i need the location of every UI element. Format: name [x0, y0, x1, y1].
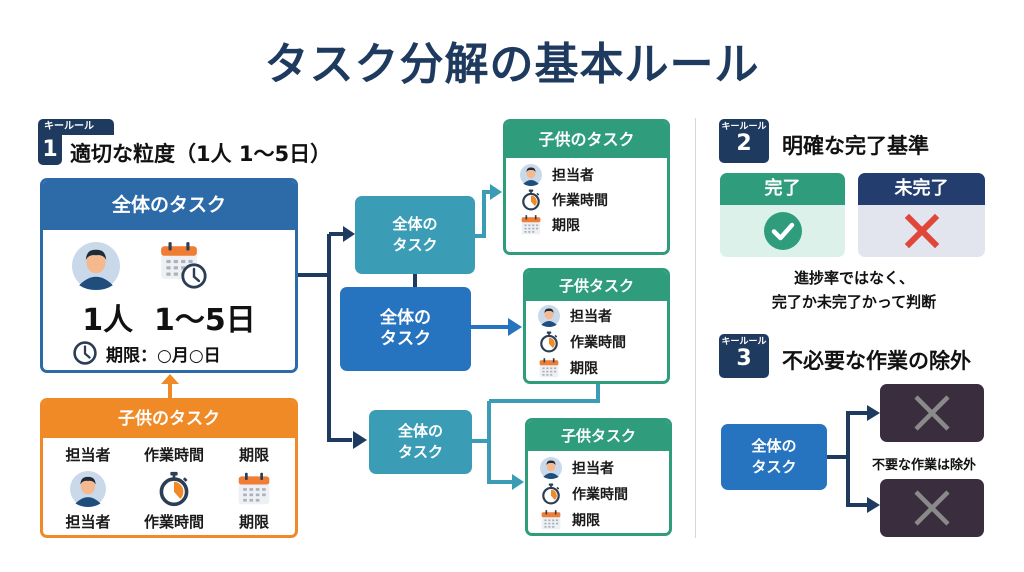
overall-task-deadline: 期限：○月○日 [72, 340, 221, 366]
card-item: 担当者 [506, 162, 667, 187]
rule2-title: 明確な完了基準 [782, 134, 929, 158]
calendar-icon [540, 509, 562, 531]
card-item: 担当者 [528, 455, 669, 481]
column-label: 期限 [238, 446, 269, 464]
deadline-text: 期限：○月○日 [106, 345, 221, 366]
card-header: 子供タスク [526, 271, 667, 301]
card-item: 作業時間 [526, 329, 667, 355]
overall-task-summary: 1人 1〜5日 [82, 303, 256, 338]
item-label: 期限 [570, 361, 598, 377]
done-header: 完了 [720, 173, 845, 205]
column-label: 担当者 [65, 446, 111, 464]
rule3-note: 不要な作業は除外 [872, 458, 977, 473]
middle-task-1: 全体のタスク [355, 196, 475, 274]
column-label: 作業時間 [143, 446, 204, 464]
calendar-icon [538, 357, 560, 379]
task-label: タスク [392, 236, 438, 254]
done-card: 完了 [720, 173, 845, 257]
overall-task-header: 全体のタスク [43, 181, 295, 230]
child-task-card-1: 子供のタスク 担当者 作業時間 期限 [503, 119, 670, 255]
key-rule-badge-3: キールール 3 [719, 334, 769, 378]
description-line: 完了か未完了かって判断 [771, 293, 937, 311]
not-done-header: 未完了 [858, 173, 985, 205]
card-item: 期限 [526, 355, 667, 381]
rule3-connectors [827, 405, 880, 513]
badge-number: 3 [736, 346, 752, 371]
rule3-task: 全体のタスク [721, 424, 827, 490]
task-label: 全体の [392, 215, 438, 233]
badge-label: キールール [721, 337, 767, 347]
excluded-task-1 [880, 384, 984, 442]
key-rule-badge-number: 1 [38, 135, 62, 165]
item-label: 作業時間 [570, 335, 626, 351]
child-column-worktime: 作業時間 作業時間 [131, 444, 217, 532]
middle-task-3: 全体のタスク [369, 410, 472, 474]
card-header: 子供のタスク [506, 122, 667, 158]
column-label: 期限 [238, 513, 269, 531]
person-icon [538, 305, 560, 327]
item-label: 担当者 [570, 309, 612, 325]
stopwatch-icon [540, 483, 562, 505]
section-divider [695, 118, 696, 538]
stopwatch-icon [520, 189, 542, 211]
stopwatch-icon [538, 331, 560, 353]
column-label: 担当者 [65, 513, 111, 531]
task-label: 全体の [751, 437, 797, 455]
excluded-task-2 [880, 479, 984, 537]
child-task-card-3: 子供タスク 担当者 作業時間 期限 [525, 418, 672, 536]
person-icon [540, 457, 562, 479]
child-task-card: 子供のタスク [40, 398, 298, 538]
task-label: 全体の [380, 308, 431, 328]
child-column-assignee: 担当者 担当者 [45, 444, 131, 532]
key-rule-badge-2: キールール 2 [719, 119, 769, 163]
item-label: 期限 [572, 513, 600, 529]
key-rule-badge-label: キールール [38, 119, 114, 135]
middle-task-2: 全体のタスク [340, 287, 471, 371]
child-task-card-2: 子供タスク 担当者 作業時間 期限 [523, 268, 670, 384]
flow-connectors [298, 184, 600, 490]
item-label: 作業時間 [572, 487, 628, 503]
cross-icon [914, 490, 950, 526]
cross-icon [904, 213, 939, 249]
task-label: タスク [751, 458, 797, 476]
task-label: タスク [397, 443, 443, 461]
item-label: 担当者 [552, 167, 594, 184]
child-column-deadline: 期限 期限 [211, 444, 297, 532]
task-label: 全体の [397, 422, 443, 440]
not-done-card: 未完了 [858, 173, 985, 257]
rule2-description: 進捗率ではなく、 完了か未完了かって判断 [720, 266, 988, 314]
card-header: 子供タスク [528, 421, 669, 451]
item-label: 作業時間 [552, 192, 608, 209]
badge-label: キールール [721, 122, 767, 132]
person-icon [520, 164, 542, 186]
card-item: 期限 [506, 212, 667, 237]
calendar-icon [520, 214, 542, 236]
rule1-title: 適切な粒度（1人 1〜5日） [70, 142, 332, 166]
child-task-header: 子供のタスク [43, 401, 295, 438]
arrow-up-icon [161, 374, 179, 400]
description-line: 進捗率ではなく、 [793, 269, 914, 287]
card-item: 作業時間 [506, 187, 667, 212]
check-circle-icon [763, 212, 802, 250]
item-label: 期限 [552, 217, 580, 234]
card-item: 期限 [528, 507, 669, 533]
rule3-title: 不必要な作業の除外 [782, 349, 971, 373]
card-item: 担当者 [526, 303, 667, 329]
column-label: 作業時間 [143, 513, 204, 531]
badge-number: 2 [736, 131, 752, 156]
task-label: タスク [380, 329, 431, 349]
card-item: 作業時間 [528, 481, 669, 507]
cross-icon [914, 395, 950, 431]
item-label: 担当者 [572, 461, 614, 477]
page-title: タスク分解の基本ルール [264, 39, 760, 90]
